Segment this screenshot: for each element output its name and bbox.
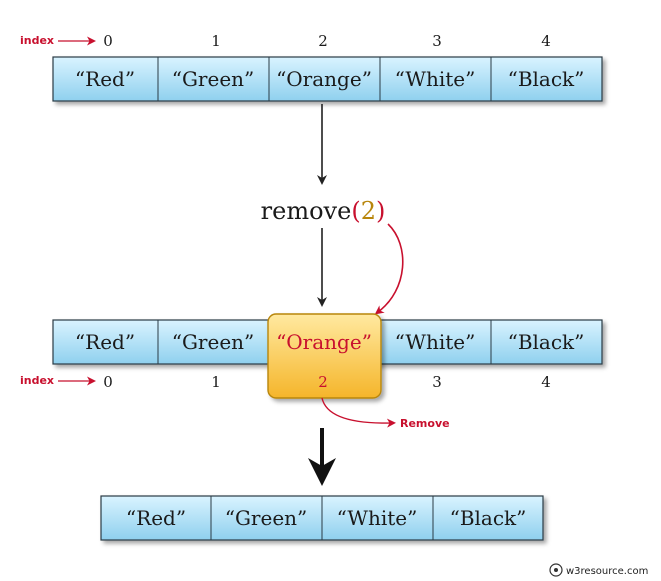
- remove-call: remove(2): [261, 197, 386, 225]
- index-4: 4: [541, 32, 551, 50]
- array-cell-black: “Black”: [508, 67, 585, 91]
- index-2-highlighted: 2: [318, 373, 328, 391]
- original-array-labels: “Red” “Green” “Orange” “White” “Black”: [75, 67, 584, 91]
- close-paren: ): [376, 197, 385, 225]
- index-3: 3: [432, 32, 442, 50]
- index-1: 1: [211, 373, 221, 391]
- remove-curve-arrow: [321, 397, 396, 428]
- array-cell-red: “Red”: [75, 67, 135, 91]
- original-array-box: [52, 56, 603, 102]
- remove-argument: 2: [361, 197, 376, 225]
- index-2: 2: [318, 32, 328, 50]
- array-cell-orange: “Orange”: [276, 67, 372, 91]
- remove-label: Remove: [400, 417, 450, 430]
- array-cell-red: “Red”: [75, 330, 135, 354]
- credit-text: w3resource.com: [566, 566, 648, 577]
- remove-call-label: remove(2): [261, 197, 386, 225]
- index-4: 4: [541, 373, 551, 391]
- index-3: 3: [432, 373, 442, 391]
- remove-method: remove: [261, 197, 352, 225]
- credit: w3resource.com: [549, 563, 648, 577]
- w3resource-logo-icon: [549, 563, 563, 577]
- array-cell-orange-highlighted: “Orange”: [276, 330, 372, 354]
- array-cell-black: “Black”: [508, 330, 585, 354]
- array-cell-white: “White”: [395, 330, 476, 354]
- index-label: index: [20, 374, 54, 387]
- highlight-box: [267, 313, 382, 399]
- w3resource-logo-dot: [554, 568, 558, 572]
- array-cell-black: “Black”: [450, 506, 527, 530]
- array-cell-white: “White”: [337, 506, 418, 530]
- index-0: 0: [103, 32, 113, 50]
- array-cell-green: “Green”: [172, 67, 255, 91]
- array-cell-green: “Green”: [172, 330, 255, 354]
- original-array: [52, 56, 603, 102]
- result-arrow-head: [308, 458, 336, 486]
- index-0: 0: [103, 373, 113, 391]
- array-cell-red: “Red”: [126, 506, 186, 530]
- open-paren: (: [351, 197, 360, 225]
- result-array: [100, 495, 544, 541]
- highlighted-cell: [267, 313, 382, 399]
- array-cell-green: “Green”: [225, 506, 308, 530]
- argument-curve-arrow: [374, 223, 404, 315]
- index-label: index: [20, 34, 54, 47]
- highlight-index-row: index 0 1 2 3 4: [20, 373, 551, 391]
- array-cell-white: “White”: [395, 67, 476, 91]
- index-1: 1: [211, 32, 221, 50]
- highlight-array-labels: “Red” “Green” “Orange” “White” “Black”: [75, 330, 584, 354]
- original-index-row: index 0 1 2 3 4: [20, 32, 551, 50]
- result-array-labels: “Red” “Green” “White” “Black”: [126, 506, 526, 530]
